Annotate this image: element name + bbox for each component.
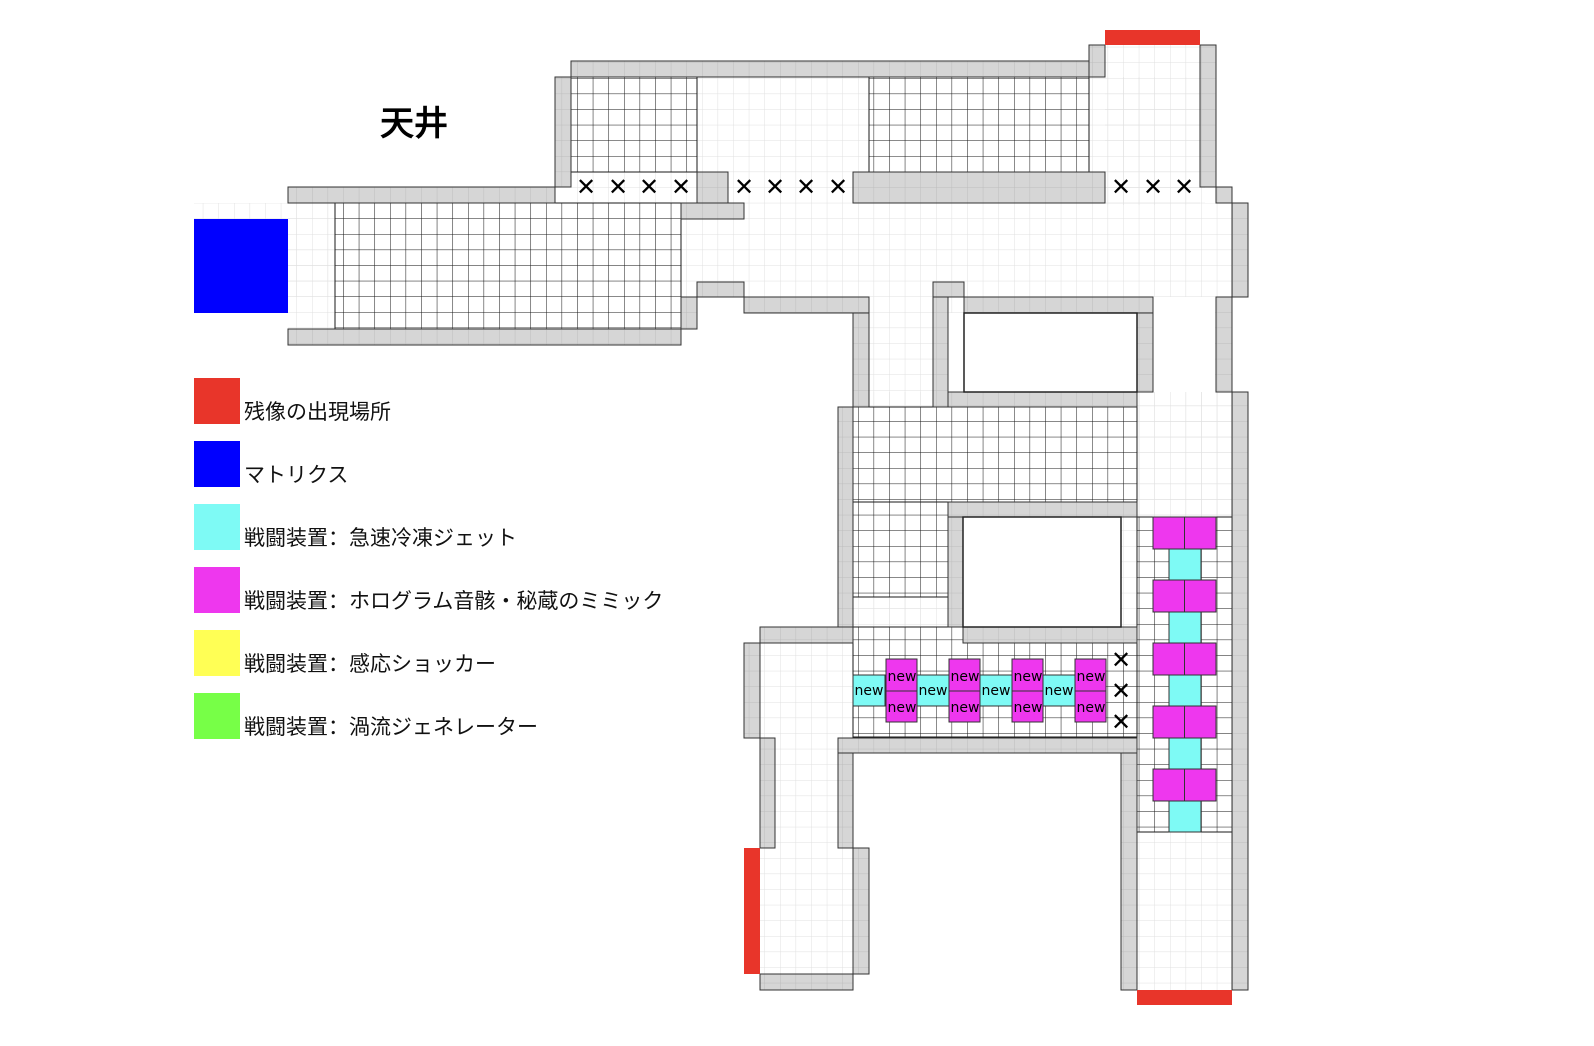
new-label: new: [888, 700, 917, 716]
room-interior-upper: [963, 312, 1138, 393]
mimic-new-marker: [885, 658, 918, 692]
blocked-x-icon: ✕: [671, 173, 691, 201]
matrix-zone: [194, 219, 288, 313]
new-label: new: [982, 683, 1011, 699]
blocked-x-icon: ✕: [1111, 708, 1131, 736]
legend-label: 残像の出現場所: [244, 400, 391, 424]
legend-swatch-blue: [194, 441, 240, 487]
freeze-jet-new-marker: [852, 674, 886, 707]
mimic-new-marker: [1074, 690, 1107, 723]
freeze-jet-new-marker: [916, 674, 950, 707]
mimic-new-marker: [885, 690, 918, 723]
legend-label: マトリクス: [244, 463, 349, 487]
blocked-x-icon: ✕: [608, 173, 628, 201]
new-label: new: [1077, 669, 1106, 685]
mimic-new-marker: [1074, 658, 1107, 692]
legend-swatch-red: [194, 378, 240, 424]
legend-label: 戦闘装置：感応ショッカー: [244, 652, 496, 676]
blocked-x-icon: ✕: [796, 173, 816, 201]
blocked-x-icon: ✕: [828, 173, 848, 201]
legend-label: 戦闘装置：渦流ジェネレーター: [244, 715, 538, 739]
afterimage-spawns: [744, 30, 1232, 1005]
freeze-jet-new-marker: [1042, 674, 1076, 707]
blocked-markers: ✕ ✕ ✕ ✕ ✕ ✕ ✕ ✕ ✕ ✕ ✕ ✕ ✕ ✕: [576, 173, 1194, 736]
new-label: new: [1014, 669, 1043, 685]
mimic-new-marker: [948, 690, 981, 723]
mimic-new-marker: [1011, 690, 1044, 723]
blocked-x-icon: ✕: [1111, 646, 1131, 674]
device-column: [1152, 516, 1217, 833]
legend-swatch-cyan: [194, 504, 240, 550]
blocked-x-icon: ✕: [1174, 173, 1194, 201]
new-label: new: [888, 669, 917, 685]
new-label: new: [855, 683, 884, 699]
legend-swatch-magenta: [194, 567, 240, 613]
new-label: new: [1014, 700, 1043, 716]
new-label: new: [1077, 700, 1106, 716]
map-title: 天井: [380, 104, 448, 144]
new-label: new: [1045, 683, 1074, 699]
legend-label: 戦闘装置：急速冷凍ジェット: [244, 526, 517, 550]
legend-label: 戦闘装置：ホログラム音骸・秘蔵のミミック: [244, 589, 664, 613]
new-label: new: [951, 669, 980, 685]
blocked-x-icon: ✕: [734, 173, 754, 201]
mimic-new-marker: [1011, 658, 1044, 692]
blocked-x-icon: ✕: [1111, 173, 1131, 201]
legend-swatch-green: [194, 693, 240, 739]
new-label: new: [919, 683, 948, 699]
new-label: new: [951, 700, 980, 716]
legend-swatch-yellow: [194, 630, 240, 676]
mimic-new-marker: [948, 658, 981, 692]
walls: [287, 44, 1249, 991]
blocked-x-icon: ✕: [765, 173, 785, 201]
blocked-x-icon: ✕: [639, 173, 659, 201]
blocked-x-icon: ✕: [1143, 173, 1163, 201]
room-interior: [962, 516, 1122, 628]
blocked-x-icon: ✕: [1111, 677, 1131, 705]
blocked-x-icon: ✕: [576, 173, 596, 201]
